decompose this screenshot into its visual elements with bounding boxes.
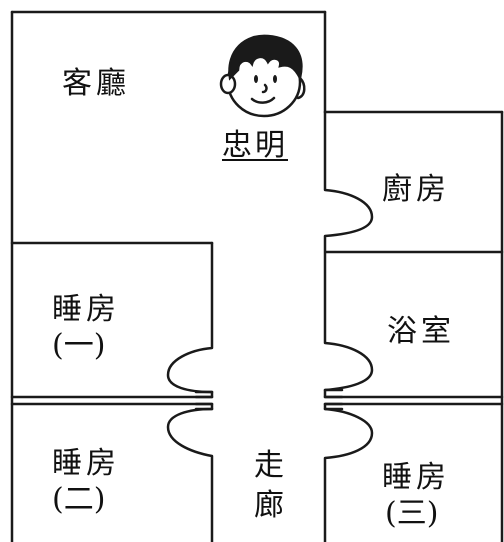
corridor-label-bottom: 廊 (254, 488, 288, 523)
bathroom-label: 浴室 (387, 314, 455, 349)
person-name-label: 忠明 (222, 128, 288, 163)
corridor-label-top: 走 (254, 448, 288, 483)
bedroom-1-name: 睡房 (52, 292, 120, 327)
kitchen-label: 廚房 (382, 172, 450, 207)
door-jamb-bedroom3 (323, 402, 344, 411)
wall-corridor-right (323, 110, 504, 542)
bedroom-3-name: 睡房 (382, 460, 450, 495)
door-jamb-bedroom2 (194, 402, 214, 411)
bedroom-2-name: 睡房 (52, 446, 120, 481)
boy-face-icon (219, 34, 306, 118)
door-jamb-bedroom1 (194, 390, 214, 399)
door-jamb-bathroom (323, 388, 344, 399)
living-room-label: 客廳 (62, 66, 130, 101)
bedroom-2-number: (二) (52, 482, 106, 517)
bedroom-3-number: (三) (385, 496, 439, 531)
bedroom-1-number: (一) (52, 328, 106, 363)
